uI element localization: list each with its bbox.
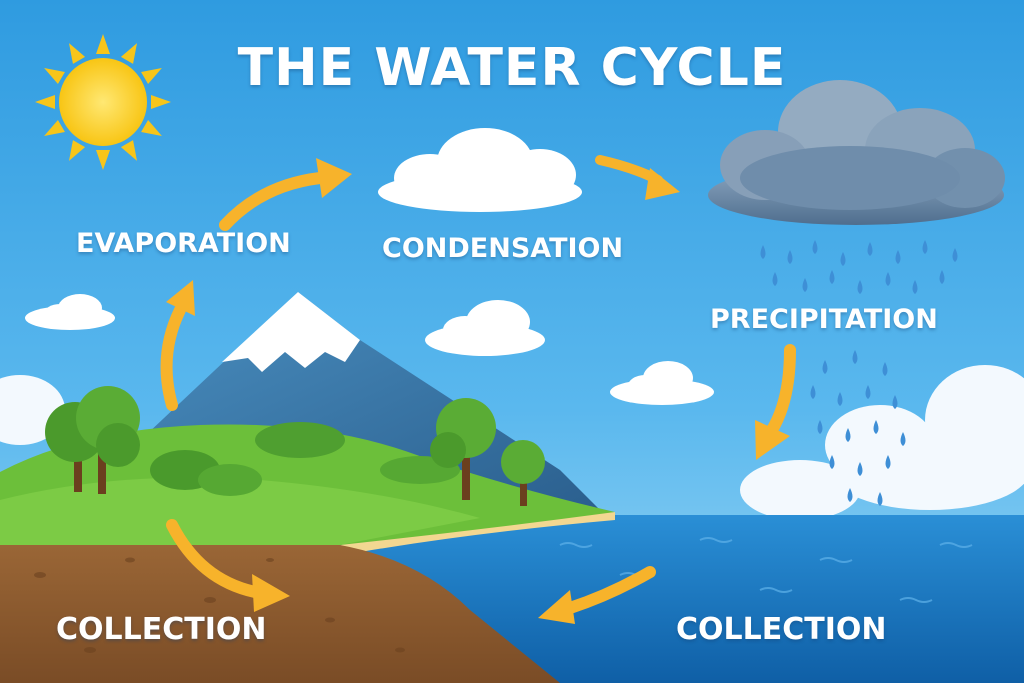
sun-icon [35,34,171,170]
horizon-clouds [0,365,1024,520]
label-precipitation: PRECIPITATION [710,304,938,335]
storm-cloud-icon [708,80,1005,225]
cloud-icon [425,300,545,356]
soil [0,545,560,683]
arrow-icon [160,280,195,411]
arrow-icon [755,344,796,460]
tree-icon [430,398,496,500]
page-title: THE WATER CYCLE [237,38,787,98]
raindrop-icon [760,240,958,506]
tree-icon [501,440,545,506]
label-evaporation: EVAPORATION [76,228,291,259]
cloud-icon [610,361,714,405]
label-condensation: CONDENSATION [382,233,624,264]
arrow-icon [595,155,680,200]
tree-icon [45,386,140,494]
soil-pebbles [34,557,405,653]
grass-hills [0,424,615,545]
cloud-icon [378,128,582,212]
cloud-icon [25,294,115,330]
arrow-icon [219,158,352,231]
label-collection-sea: COLLECTION [676,612,887,647]
beach [340,512,615,552]
arrow-icon [538,566,656,624]
arrow-icon [166,519,290,612]
bushes [150,422,460,496]
label-collection-land: COLLECTION [56,612,267,647]
